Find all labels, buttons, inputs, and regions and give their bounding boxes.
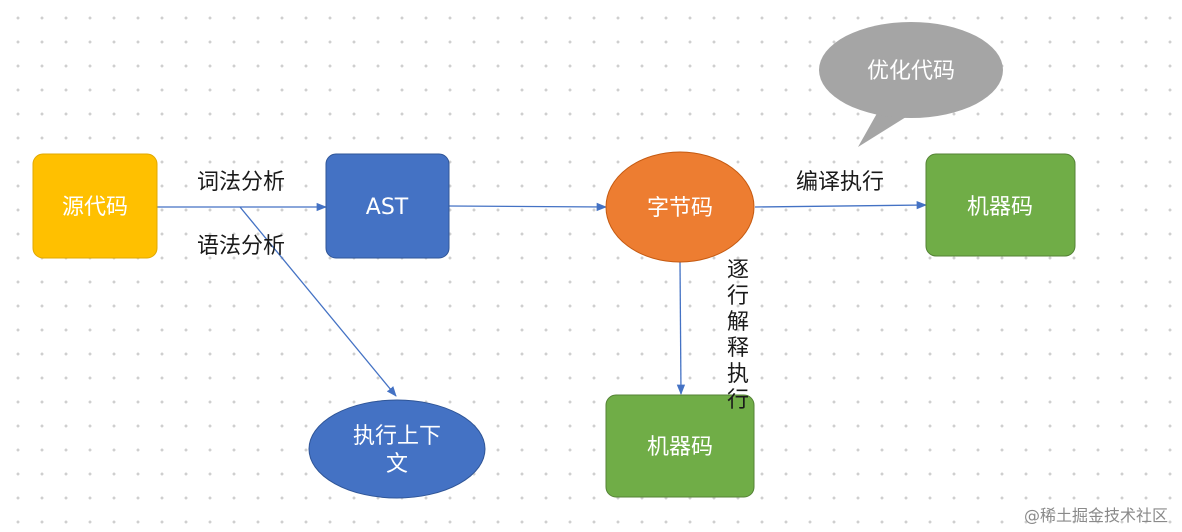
edge-label-interpret-char: 执 [727, 362, 749, 387]
edge-label-interpret-char: 释 [727, 336, 749, 361]
node-bytecode [605, 151, 755, 263]
edge-label-compile-exec: 编译执行 [796, 170, 884, 195]
node-exec-context-line1: 执行上下 [353, 424, 441, 449]
edge-label-interpret-char: 逐 [727, 258, 749, 283]
optimize-speech-bubble [819, 22, 1003, 147]
node-source-code [32, 153, 158, 259]
optimize-bubble-label: 优化代码 [867, 59, 955, 84]
node-exec-context-line2: 文 [386, 452, 408, 477]
node-bytecode-label: 字节码 [647, 196, 713, 221]
footer-credit: @稀土掘金技术社区 [1023, 506, 1168, 525]
edge-label-interpret-char: 行 [727, 388, 749, 413]
edge-label-interpret-exec: 逐 行 解 释 执 行 [727, 258, 749, 413]
node-source-code-label: 源代码 [62, 195, 128, 220]
edge-ast-to-bytecode [448, 202, 608, 212]
node-machine-code-right-label: 机器码 [967, 195, 1033, 220]
edge-label-syntax: 语法分析 [197, 234, 285, 259]
edge-bytecode-to-machine-bottom [676, 261, 686, 396]
node-ast-label: AST [366, 195, 409, 220]
node-machine-code-right [925, 153, 1076, 257]
node-machine-code-bottom-label: 机器码 [647, 435, 713, 460]
edge-label-interpret-char: 解 [727, 310, 749, 335]
node-exec-context [308, 399, 486, 499]
edge-bytecode-to-machine-right [754, 200, 928, 210]
edge-label-lexical: 词法分析 [197, 170, 285, 195]
edge-source-to-context [239, 206, 397, 397]
node-machine-code-bottom [605, 394, 755, 498]
node-ast [325, 153, 450, 259]
edge-label-interpret-char: 行 [727, 284, 749, 309]
